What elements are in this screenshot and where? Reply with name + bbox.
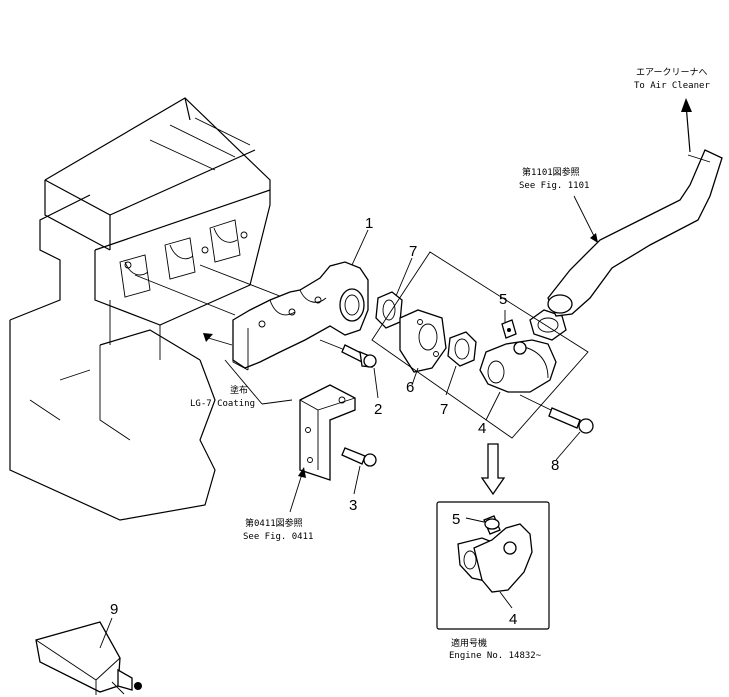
callout-leaders — [99, 195, 598, 649]
inset-detail — [436, 501, 550, 630]
plug-5 — [501, 319, 517, 339]
callout-8: 8 — [551, 457, 559, 474]
bolt-8 — [519, 394, 594, 434]
gasket-7-left — [375, 291, 403, 329]
note-engine-jp: 適用号機 — [451, 637, 487, 649]
bracket — [299, 384, 356, 481]
callout-3: 3 — [349, 497, 357, 514]
note-fig0411-jp: 第0411図参照 — [245, 517, 303, 529]
bolt-3 — [341, 447, 377, 467]
inset-callout-5: 5 — [452, 511, 460, 528]
note-coating-en: LG-7 Coating — [190, 399, 255, 409]
air-hose — [547, 149, 723, 317]
note-engine-en: Engine No. 14832~ — [449, 651, 542, 661]
callout-7a: 7 — [409, 243, 417, 260]
callout-1: 1 — [365, 215, 373, 232]
note-air-cleaner-jp: エアークリーナへ — [636, 67, 707, 78]
bolt-2 — [319, 339, 377, 368]
callout-5: 5 — [499, 291, 507, 308]
engine-block — [9, 97, 271, 521]
callout-7b: 7 — [440, 401, 448, 418]
air-cleaner-arrowhead — [681, 98, 692, 112]
part-9-assembly — [35, 621, 142, 695]
adapter-plate-6 — [399, 309, 447, 373]
callout-6: 6 — [406, 379, 414, 396]
callout-2: 2 — [374, 401, 382, 418]
exhaust-manifold — [232, 261, 369, 371]
leader-lines — [134, 264, 291, 316]
note-fig1101-en: See Fig. 1101 — [519, 181, 589, 191]
note-fig1101-jp: 第1101図参照 — [522, 166, 580, 178]
group-outline — [371, 251, 589, 439]
note-air-cleaner-en: To Air Cleaner — [634, 81, 710, 91]
detail-arrow — [480, 443, 506, 496]
gasket-7-right — [447, 331, 477, 367]
note-fig0411-en: See Fig. 0411 — [243, 532, 313, 542]
note-coating-jp: 塗布 — [230, 384, 248, 396]
inset-callout-4: 4 — [509, 611, 517, 628]
elbow-4 — [479, 339, 557, 393]
callout-9: 9 — [110, 601, 118, 618]
callout-4: 4 — [478, 420, 486, 437]
